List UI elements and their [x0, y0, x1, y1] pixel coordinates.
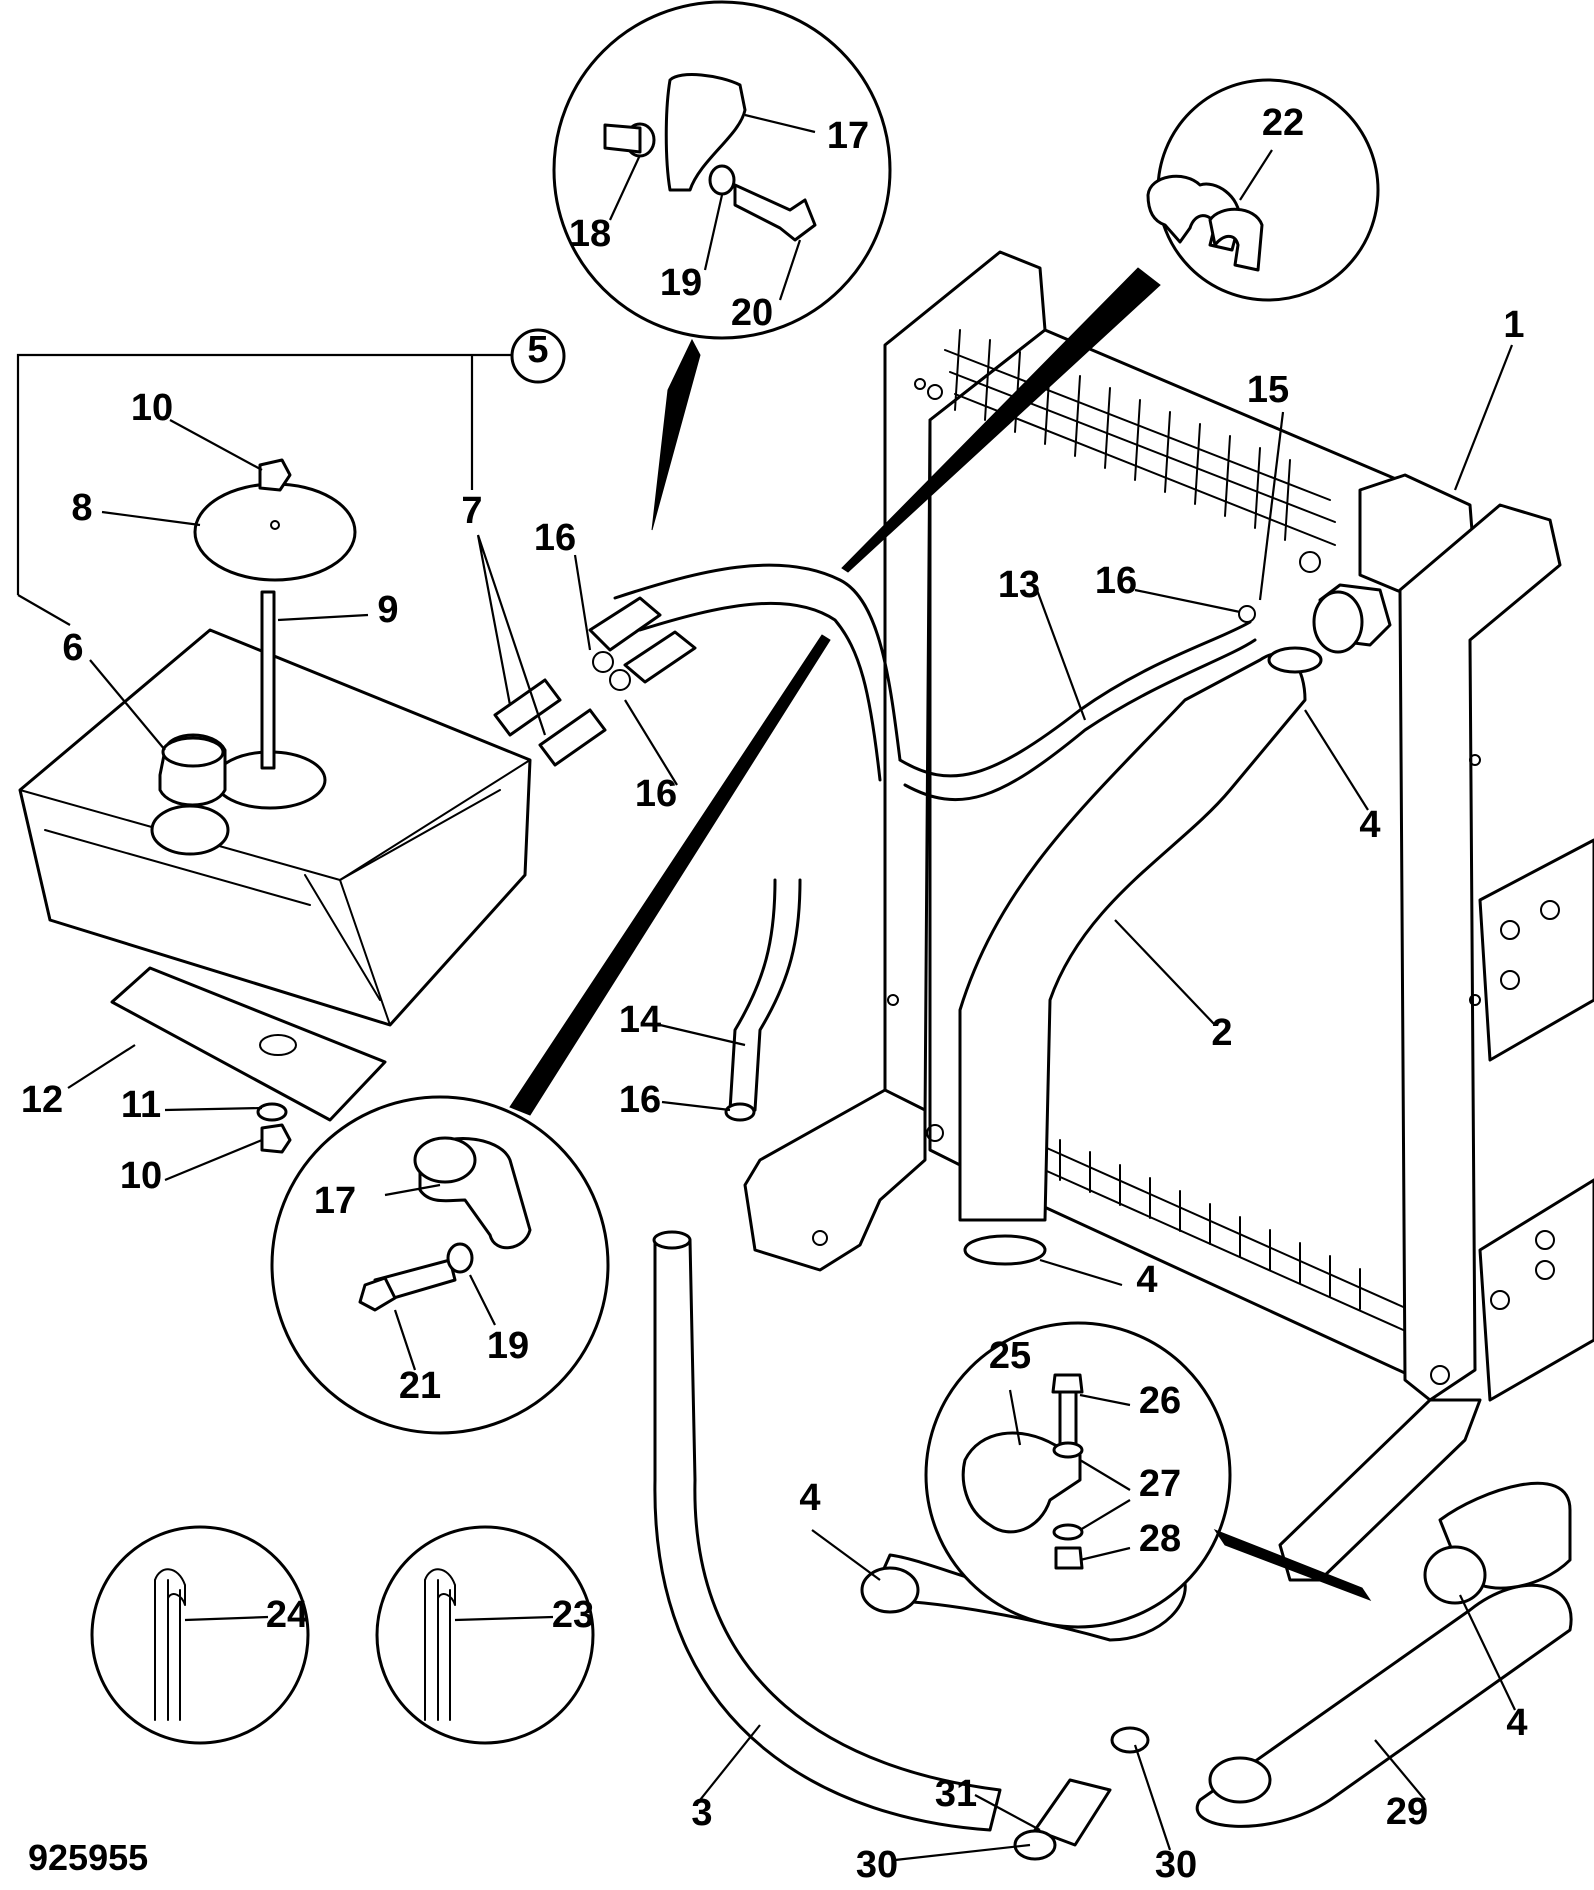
- nut-10: [258, 458, 292, 492]
- callout-label-c31: 31: [935, 1773, 977, 1815]
- callout-label-c9: 9: [377, 589, 398, 631]
- callout-label-c10b: 10: [120, 1155, 162, 1197]
- pad-12: [110, 966, 387, 1122]
- callout-label-c21: 21: [399, 1365, 441, 1407]
- callout-label-c11: 11: [121, 1084, 161, 1126]
- callout-label-c5: 5: [527, 329, 548, 371]
- callout-label-c6: 6: [62, 627, 83, 669]
- radiator-cap: [1312, 590, 1364, 654]
- callout-label-c26: 26: [1139, 1380, 1181, 1422]
- callout-label-c25: 25: [989, 1335, 1031, 1377]
- callout-label-c15: 15: [1247, 369, 1289, 411]
- callout-label-c12: 12: [21, 1079, 63, 1121]
- callout-label-c3: 3: [691, 1792, 712, 1834]
- hose-inlet-pipes: [588, 596, 697, 684]
- callout-label-c24: 24: [266, 1594, 308, 1636]
- callout-label-c14: 14: [619, 999, 661, 1041]
- callout-label-c4c: 4: [799, 1477, 820, 1519]
- callout-label-c16a: 16: [534, 517, 576, 559]
- detail-circle-23: [375, 1525, 595, 1745]
- detail-leader-wedge-b: [841, 267, 1161, 573]
- hose-2-top-radiator-hose: [958, 652, 1307, 1222]
- detail-leader-wedge-c: [509, 634, 831, 1116]
- radiator-mounting-frame: [1478, 838, 1594, 1062]
- hose-13: [898, 620, 1257, 802]
- connector-7: [493, 678, 607, 767]
- callout-label-c17b: 17: [314, 1180, 356, 1222]
- callout-label-c4d: 4: [1506, 1702, 1527, 1744]
- detail-circle-25-26-27-28: [924, 1321, 1232, 1629]
- detail-circle-17-19-21: [270, 1095, 610, 1435]
- figure-reference-number: 925955: [28, 1837, 148, 1878]
- hose-3-pipe: [652, 1230, 1002, 1832]
- fitting-31: [1033, 1778, 1112, 1847]
- callout-label-c16d: 16: [619, 1079, 661, 1121]
- callout-label-c4b: 4: [1136, 1259, 1157, 1301]
- hose-clamp: [592, 605, 1487, 1861]
- callout-label-c13: 13: [998, 564, 1040, 606]
- callout-label-c20: 20: [731, 292, 773, 334]
- cover-plate-8: [193, 482, 357, 582]
- washer-11: [256, 1102, 288, 1122]
- radiator-left-foot-bracket: [743, 1088, 927, 1272]
- callout-label-c29: 29: [1386, 1791, 1428, 1833]
- radiator-lower-frame: [1478, 1178, 1594, 1402]
- callout-label-c19b: 19: [487, 1325, 529, 1367]
- hose-29-pipe: [1195, 1481, 1573, 1828]
- callout-label-c30b: 30: [1155, 1844, 1197, 1886]
- callout-label-c19a: 19: [660, 262, 702, 304]
- radiator-right-side-plate: [1398, 503, 1562, 1402]
- callout-label-c16b: 16: [635, 773, 677, 815]
- callout-label-c16c: 16: [1095, 560, 1137, 602]
- callout-label-c7: 7: [461, 490, 482, 532]
- callout-label-c1: 1: [1503, 304, 1524, 346]
- callout-label-c10a: 10: [131, 387, 173, 429]
- detail-circle-17-18-19-20: [552, 0, 892, 340]
- radiator-bottom-fins: [1039, 1139, 1411, 1334]
- detail-leader-wedge-a: [651, 338, 701, 531]
- callout-label-c23: 23: [552, 1594, 594, 1636]
- radiator-right-foot-bracket: [1278, 1398, 1482, 1582]
- leader-lines: [67, 344, 1516, 1862]
- detail-circle-24: [90, 1525, 310, 1745]
- callout-label-c28: 28: [1139, 1518, 1181, 1560]
- radiator-assembly: [743, 250, 1594, 1582]
- callout-label-c18: 18: [569, 213, 611, 255]
- detail-circle-22: [1146, 78, 1380, 302]
- callout-5-circle: [510, 328, 566, 384]
- callout-label-c27: 27: [1139, 1463, 1181, 1505]
- callout-label-c17a: 17: [827, 115, 869, 157]
- stud-9: [260, 590, 276, 770]
- nut-10-lower: [260, 1123, 292, 1154]
- callout-label-c30a: 30: [856, 1844, 898, 1886]
- callout-label-c2: 2: [1211, 1012, 1232, 1054]
- callout-label-c8: 8: [71, 487, 92, 529]
- hose-14-overflow: [613, 563, 902, 1112]
- callout-label-c22: 22: [1262, 102, 1304, 144]
- detail-leader-wedge-d: [1213, 1528, 1372, 1602]
- callout-label-c4a: 4: [1359, 804, 1380, 846]
- callout-labels: 1234444678910101112131415161616161717181…: [21, 102, 1528, 1886]
